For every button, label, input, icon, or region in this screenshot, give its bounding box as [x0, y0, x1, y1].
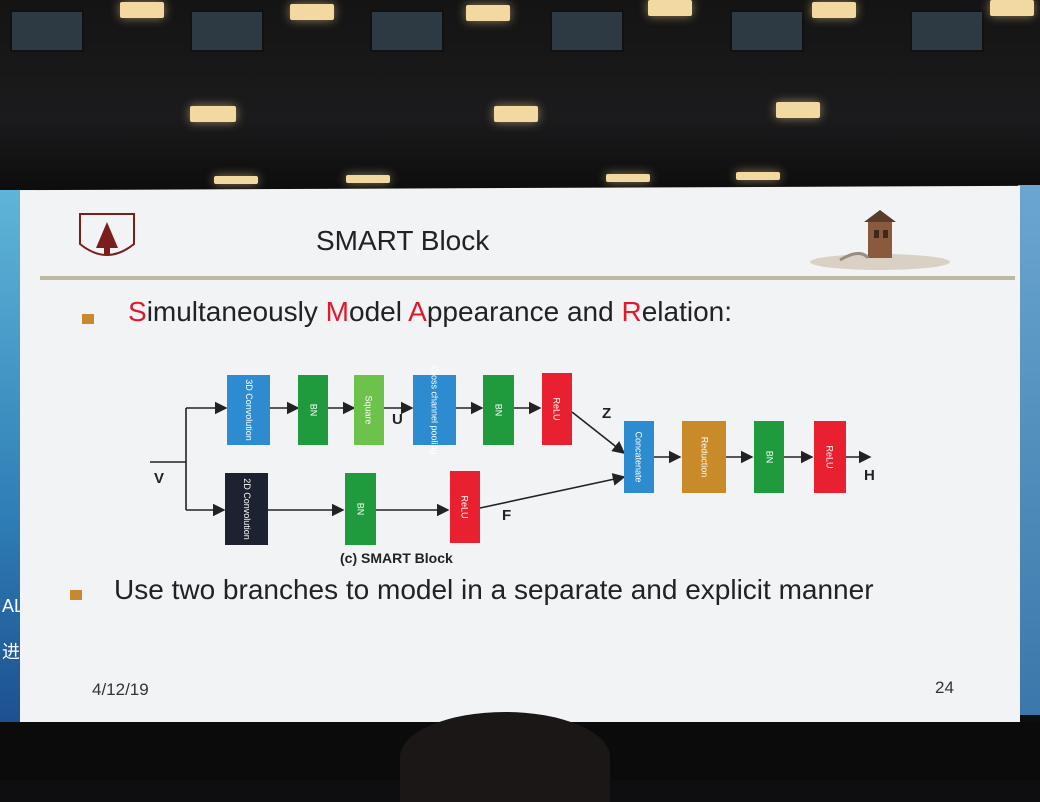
highlighted-initial: S [128, 296, 147, 327]
block-label: 2D Convolution [241, 478, 252, 540]
block-label: Square [364, 395, 374, 425]
label-v: V [154, 470, 165, 487]
block-bn-2: BN [483, 375, 514, 445]
ceiling-panel [550, 10, 624, 52]
highlighted-initial: M [325, 296, 349, 327]
block-label: Cross channel pooling [429, 365, 440, 455]
block-label: ReLU [551, 397, 562, 421]
block-concatenate: Concatenate [624, 421, 654, 493]
highlighted-initial: A [408, 296, 427, 327]
diagram-arrows [150, 401, 872, 517]
ceiling-lamp [214, 176, 258, 184]
label-z: Z [602, 405, 612, 422]
block-relu-3: ReLU [814, 421, 846, 493]
label-h: H [864, 467, 875, 484]
ceiling-lamp [120, 2, 164, 18]
title-divider [40, 276, 1015, 280]
ceiling-lamp [494, 106, 538, 122]
slide-page-number: 24 [935, 678, 954, 697]
block-bn-1: BN [298, 375, 328, 445]
block-label: BN [493, 403, 504, 417]
figure-caption: (c) SMART Block [340, 550, 453, 566]
block-relu-1: ReLU [542, 373, 572, 445]
block-label: BN [307, 403, 318, 417]
block-label: ReLU [459, 495, 470, 519]
block-label: 3D Convolution [243, 379, 254, 441]
bullet-text-part: imultaneously [146, 296, 326, 327]
ceiling-panel [370, 10, 444, 52]
ceiling-lamp [776, 102, 820, 118]
block-label: BN [763, 450, 774, 464]
ceiling-lamp [736, 172, 780, 180]
smart-block-diagram: 3D Convolution BN Square Cross channel p… [140, 355, 900, 570]
ceiling-panel [190, 10, 264, 52]
tower-illustration-icon [810, 210, 950, 270]
block-label: Reduction [699, 436, 709, 478]
audience-head [400, 712, 610, 802]
block-relu-2: ReLU [450, 471, 480, 543]
block-label: ReLU [824, 445, 835, 469]
ceiling-lamp [346, 175, 390, 183]
bullet-text-2: Use two branches to model in a separate … [114, 574, 874, 605]
university-logo-icon [79, 213, 135, 256]
block-label: Concatenate [634, 431, 645, 483]
block-2d-convolution: 2D Convolution [225, 473, 268, 545]
ceiling-lamp [606, 174, 650, 182]
block-reduction: Reduction [682, 421, 726, 493]
bullet-marker [70, 590, 82, 600]
slide-date: 4/12/19 [92, 680, 149, 699]
block-bn-3: BN [345, 473, 376, 545]
block-label: BN [355, 502, 366, 516]
label-f: F [502, 507, 512, 524]
ceiling-lamp [190, 106, 236, 122]
block-square: Square [354, 375, 384, 445]
ceiling [0, 0, 1040, 195]
bullet-text-part: ppearance and [426, 296, 622, 327]
block-3d-convolution: 3D Convolution [227, 375, 270, 445]
ceiling-lamp [466, 5, 510, 21]
ceiling-lamp [812, 2, 856, 18]
bullet-marker [82, 314, 94, 324]
right-screen-edge [1018, 185, 1040, 715]
ceiling-lamp [990, 0, 1034, 16]
bullet-text-part: odel [349, 296, 409, 327]
ceiling-lamp [648, 0, 692, 16]
ceiling-panel [910, 10, 984, 52]
ceiling-lamp [290, 4, 334, 20]
label-u: U [392, 411, 403, 428]
left-edge-text: AL [2, 596, 25, 616]
block-bn-4: BN [754, 421, 784, 493]
left-edge-text: 进 [2, 642, 20, 662]
block-cross-channel-pooling: Cross channel pooling [413, 365, 456, 455]
ceiling-panel [730, 10, 804, 52]
ceiling-panel [10, 10, 84, 52]
highlighted-initial: R [621, 296, 642, 327]
bullet-text-part: elation: [641, 296, 732, 327]
bullet-text-1: Simultaneously Model Appearance and Rela… [128, 296, 732, 328]
slide-title: SMART Block [316, 225, 490, 256]
